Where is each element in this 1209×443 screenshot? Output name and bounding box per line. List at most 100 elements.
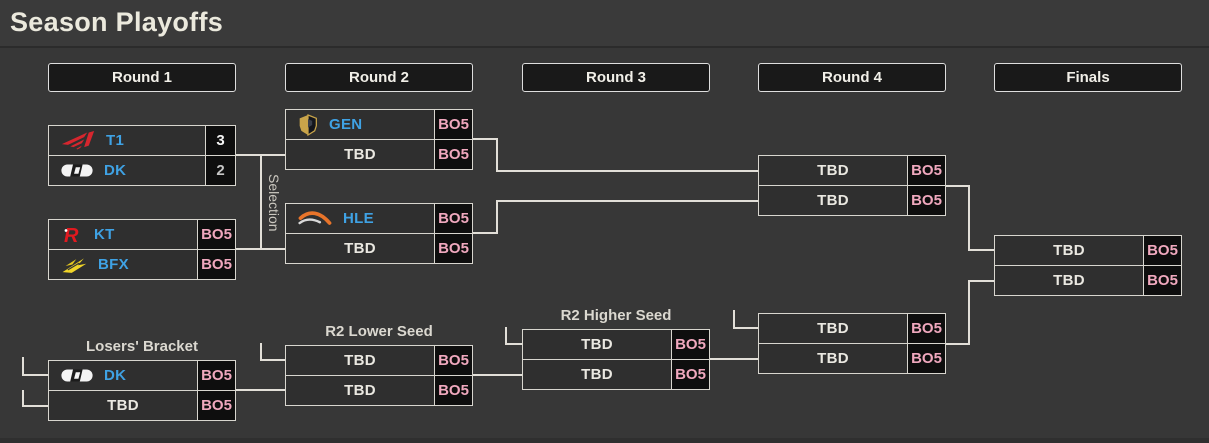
bfx-logo-icon bbox=[61, 255, 87, 274]
team-row-dk[interactable]: DK 2 bbox=[48, 155, 236, 186]
t1-logo-icon bbox=[61, 130, 95, 151]
connector-line bbox=[968, 185, 970, 251]
team-row-kt[interactable]: R KT BO5 bbox=[48, 219, 236, 250]
team-name: TBD bbox=[817, 192, 849, 209]
tbd-row[interactable]: TBD BO5 bbox=[758, 313, 946, 344]
svg-text:R: R bbox=[64, 225, 79, 246]
team-cell: TBD bbox=[759, 344, 907, 373]
r2-lower-seed-label: R2 Lower Seed bbox=[325, 323, 433, 340]
tbd-row[interactable]: TBD BO5 bbox=[285, 345, 473, 376]
tbd-row[interactable]: TBD BO5 bbox=[522, 329, 710, 360]
connector-line bbox=[473, 138, 498, 140]
score-cell: BO5 bbox=[434, 376, 472, 405]
connector-line bbox=[473, 232, 498, 234]
score-cell: BO5 bbox=[197, 250, 235, 279]
match-r1-t1-dk: T1 3 DK 2 bbox=[48, 125, 236, 186]
connector-line bbox=[968, 280, 996, 282]
connector-line bbox=[236, 389, 285, 391]
connector-line bbox=[473, 374, 522, 376]
selection-bracket-line bbox=[260, 154, 262, 250]
tbd-row[interactable]: TBD BO5 bbox=[758, 155, 946, 186]
connector-line bbox=[968, 281, 970, 345]
connector-line bbox=[496, 200, 498, 234]
team-row-t1[interactable]: T1 3 bbox=[48, 125, 236, 156]
team-cell: TBD bbox=[286, 140, 434, 169]
team-name: TBD bbox=[817, 162, 849, 179]
team-row-bfx[interactable]: BFX BO5 bbox=[48, 249, 236, 280]
match-r4-upper: TBD BO5 TBD BO5 bbox=[758, 155, 946, 216]
team-name: DK bbox=[104, 162, 127, 179]
dk-logo-icon bbox=[61, 162, 93, 179]
round-header-3: Round 3 bbox=[522, 63, 710, 92]
connector-line bbox=[944, 343, 970, 345]
team-name: GEN bbox=[329, 116, 363, 133]
connector-line bbox=[944, 185, 970, 187]
match-r2-gen: GEN BO5 TBD BO5 bbox=[285, 109, 473, 170]
team-cell: R KT bbox=[49, 220, 197, 249]
selection-label: Selection bbox=[266, 174, 282, 232]
team-cell: DK bbox=[49, 361, 197, 390]
connector-line bbox=[260, 359, 285, 361]
team-row-hle[interactable]: HLE BO5 bbox=[285, 203, 473, 234]
score-cell: 3 bbox=[205, 126, 235, 155]
tbd-row[interactable]: TBD BO5 bbox=[285, 139, 473, 170]
team-cell: GEN bbox=[286, 110, 434, 139]
dk-logo-icon bbox=[61, 367, 93, 384]
team-cell: TBD bbox=[759, 314, 907, 343]
connector-line bbox=[22, 374, 50, 376]
score-cell: BO5 bbox=[197, 220, 235, 249]
tbd-row[interactable]: TBD BO5 bbox=[285, 233, 473, 264]
gen-logo-icon bbox=[298, 113, 318, 136]
team-cell: TBD bbox=[759, 156, 907, 185]
round-header-finals: Finals bbox=[994, 63, 1182, 92]
tbd-row[interactable]: TBD BO5 bbox=[758, 343, 946, 374]
team-name: T1 bbox=[106, 132, 125, 149]
team-name: TBD bbox=[817, 350, 849, 367]
score-cell: BO5 bbox=[197, 361, 235, 390]
connector-line bbox=[505, 327, 507, 345]
team-name: TBD bbox=[107, 397, 139, 414]
score-cell: BO5 bbox=[434, 234, 472, 263]
tbd-row[interactable]: TBD BO5 bbox=[994, 265, 1182, 296]
team-cell: TBD bbox=[995, 236, 1143, 265]
tbd-row[interactable]: TBD BO5 bbox=[522, 359, 710, 390]
score-cell: BO5 bbox=[907, 186, 945, 215]
kt-logo-icon: R bbox=[61, 224, 83, 246]
match-r1-kt-bfx: R KT BO5 BFX BO5 bbox=[48, 219, 236, 280]
score-cell: BO5 bbox=[671, 330, 709, 359]
round-header-2: Round 2 bbox=[285, 63, 473, 92]
losers-bracket-label: Losers' Bracket bbox=[86, 338, 198, 355]
connector-line bbox=[22, 390, 24, 407]
score-cell: BO5 bbox=[907, 344, 945, 373]
tbd-row[interactable]: TBD BO5 bbox=[758, 185, 946, 216]
r2-higher-seed-label: R2 Higher Seed bbox=[560, 307, 672, 324]
score-cell: BO5 bbox=[434, 346, 472, 375]
team-name: KT bbox=[94, 226, 115, 243]
team-cell: TBD bbox=[759, 186, 907, 215]
title-bar bbox=[0, 0, 1209, 48]
score-cell: BO5 bbox=[434, 140, 472, 169]
team-name: TBD bbox=[344, 146, 376, 163]
score-cell: BO5 bbox=[1143, 266, 1181, 295]
connector-line bbox=[496, 170, 758, 172]
tbd-row[interactable]: TBD BO5 bbox=[994, 235, 1182, 266]
bottom-edge bbox=[0, 438, 1209, 443]
team-row-dk-losers[interactable]: DK BO5 bbox=[48, 360, 236, 391]
team-name: DK bbox=[104, 367, 127, 384]
tbd-row[interactable]: TBD BO5 bbox=[48, 390, 236, 421]
connector-line bbox=[260, 343, 262, 361]
score-cell: 2 bbox=[205, 156, 235, 185]
hle-logo-icon bbox=[298, 209, 332, 229]
team-name: TBD bbox=[344, 352, 376, 369]
tbd-row[interactable]: TBD BO5 bbox=[285, 375, 473, 406]
score-cell: BO5 bbox=[671, 360, 709, 389]
page-title: Season Playoffs bbox=[10, 7, 224, 37]
match-r2-lower-seed: TBD BO5 TBD BO5 bbox=[285, 345, 473, 406]
round-header-4: Round 4 bbox=[758, 63, 946, 92]
score-cell: BO5 bbox=[434, 204, 472, 233]
connector-line bbox=[496, 138, 498, 172]
team-row-gen[interactable]: GEN BO5 bbox=[285, 109, 473, 140]
team-cell: DK bbox=[49, 156, 205, 185]
team-name: TBD bbox=[817, 320, 849, 337]
match-losers-bracket: DK BO5 TBD BO5 bbox=[48, 360, 236, 421]
